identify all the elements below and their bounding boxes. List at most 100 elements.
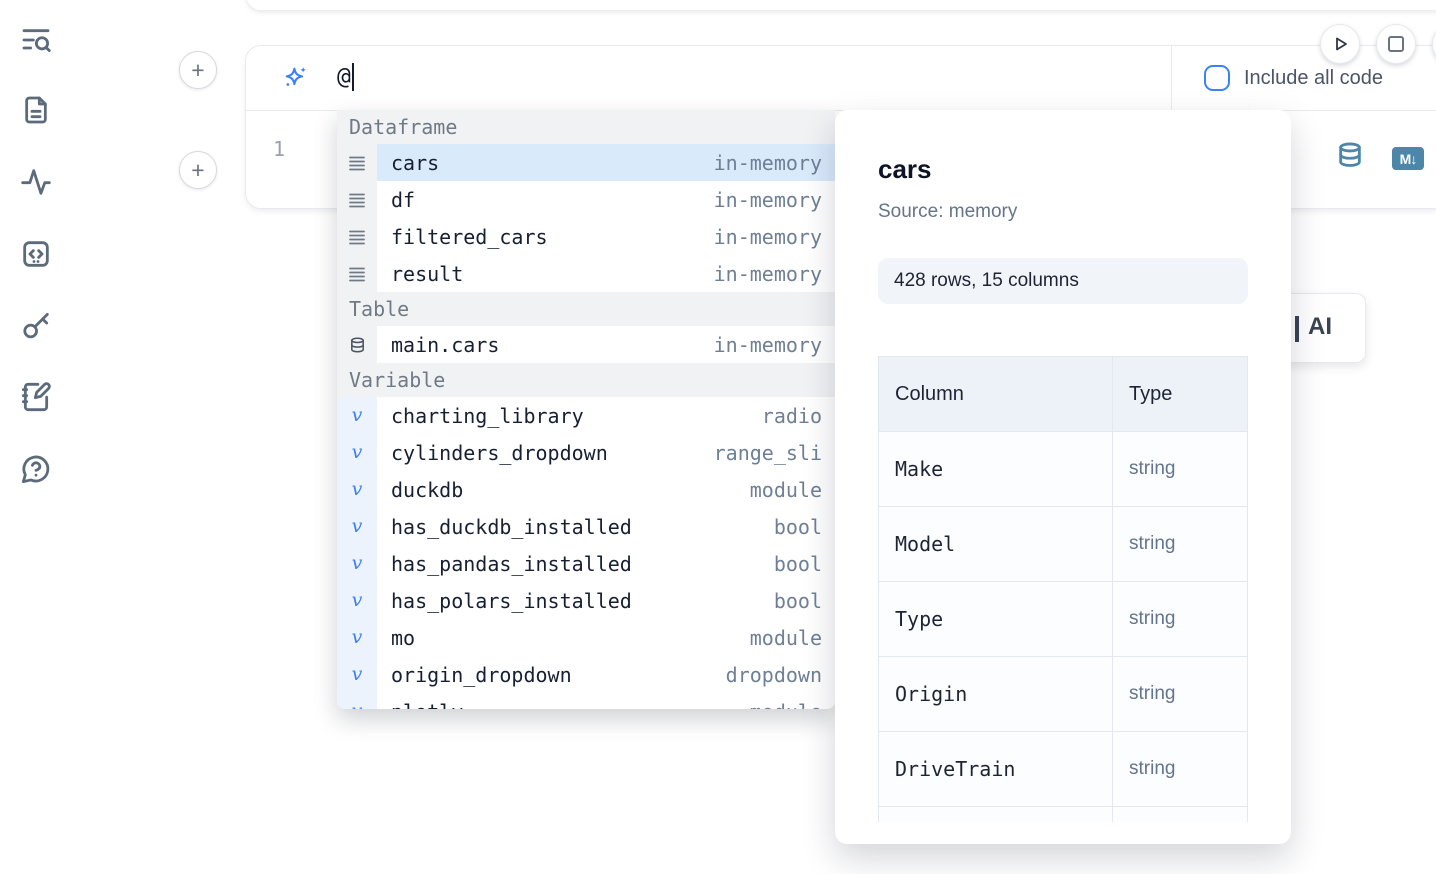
- ai-prompt-row[interactable]: @ Include all code: [246, 46, 1436, 111]
- item-gutter: [337, 255, 377, 292]
- add-cell-below-button[interactable]: +: [179, 151, 217, 189]
- dataframe-icon: [349, 193, 365, 207]
- column-header: Column: [879, 357, 1113, 431]
- autocomplete-item-df[interactable]: df in-memory: [337, 181, 835, 218]
- variable-icon: v: [351, 552, 363, 574]
- ai-prompt-value: @: [337, 64, 351, 90]
- item-name: filtered_cars: [391, 224, 548, 249]
- section-header: Dataframe: [337, 110, 835, 144]
- item-type: bool: [773, 588, 822, 613]
- item-name: origin_dropdown: [391, 662, 572, 687]
- section-header: Variable: [337, 363, 835, 397]
- item-type: module: [749, 625, 822, 650]
- item-type: in-memory: [713, 332, 822, 357]
- add-cell-above-button[interactable]: +: [179, 51, 217, 89]
- ai-prompt-input[interactable]: @: [337, 63, 354, 91]
- code-snippet-icon[interactable]: [20, 238, 52, 270]
- item-name: has_polars_installed: [391, 588, 632, 613]
- run-cell-button[interactable]: [1320, 24, 1360, 64]
- item-main: has_polars_installed bool: [377, 582, 835, 619]
- table-row-partial: [879, 807, 1247, 822]
- item-main: mo module: [377, 619, 835, 656]
- autocomplete-item-has_polars_installed[interactable]: v has_polars_installed bool: [337, 582, 835, 619]
- datasource-icon[interactable]: [1336, 141, 1364, 171]
- item-gutter: v: [337, 619, 377, 656]
- include-all-code-checkbox[interactable]: [1204, 65, 1230, 91]
- variable-icon: v: [351, 663, 363, 685]
- item-main: df in-memory: [377, 181, 835, 218]
- variable-icon: v: [351, 515, 363, 537]
- type-cell: string: [1129, 608, 1176, 629]
- item-gutter: v: [337, 397, 377, 434]
- variable-icon: v: [352, 702, 363, 710]
- item-gutter: v: [337, 434, 377, 471]
- shape-badge: 428 rows, 15 columns: [878, 258, 1248, 304]
- database-icon: [350, 336, 364, 353]
- dataframe-icon: [349, 230, 365, 244]
- column-cell: Origin: [879, 657, 1113, 731]
- column-cell: [879, 807, 1113, 822]
- variable-icon: v: [351, 404, 363, 426]
- item-name: mo: [391, 625, 416, 650]
- help-chat-icon[interactable]: [20, 453, 52, 485]
- item-name: result: [391, 261, 464, 286]
- stop-button[interactable]: [1376, 24, 1416, 64]
- columns-table-header: Column Type: [879, 357, 1247, 432]
- dataframe-icon: [349, 267, 365, 281]
- document-icon[interactable]: [20, 94, 52, 126]
- clipped-glyph: [1295, 316, 1299, 342]
- item-type: module: [749, 477, 822, 502]
- input-divider: [1171, 46, 1172, 110]
- item-name: df: [391, 187, 416, 212]
- item-type: in-memory: [713, 150, 822, 175]
- include-all-code-label: Include all code: [1244, 66, 1383, 89]
- item-name: cylinders_dropdown: [391, 440, 608, 465]
- item-main: plotly module: [377, 693, 835, 710]
- item-type: in-memory: [713, 187, 822, 212]
- play-icon: [1336, 37, 1347, 51]
- item-gutter: [337, 218, 377, 255]
- item-main: duckdb module: [377, 471, 835, 508]
- notebook-edit-icon[interactable]: [20, 381, 52, 413]
- preview-source: Source: memory: [878, 201, 1018, 222]
- item-gutter: [337, 326, 377, 363]
- item-type: dropdown: [725, 662, 822, 687]
- stop-icon: [1388, 36, 1404, 52]
- variable-icon: v: [351, 626, 363, 648]
- variable-icon: v: [351, 441, 363, 463]
- toc-search-icon[interactable]: [20, 24, 52, 56]
- dataframe-preview-panel: cars Source: memory 428 rows, 15 columns…: [835, 110, 1291, 844]
- type-cell: string: [1129, 758, 1176, 779]
- item-type: bool: [773, 551, 822, 576]
- autocomplete-item-mo[interactable]: v mo module: [337, 619, 835, 656]
- key-icon[interactable]: [20, 309, 52, 341]
- markdown-icon[interactable]: M↓: [1392, 147, 1424, 170]
- item-name: charting_library: [391, 403, 584, 428]
- item-name: duckdb: [391, 477, 464, 502]
- column-cell: DriveTrain: [879, 732, 1113, 806]
- code-editor-row[interactable]: 1 M↓: [246, 111, 1436, 209]
- autocomplete-item-origin_dropdown[interactable]: v origin_dropdown dropdown: [337, 656, 835, 693]
- autocomplete-item-plotly[interactable]: v plotly module: [337, 693, 835, 709]
- variable-icon: v: [351, 589, 363, 611]
- item-type: module: [750, 700, 822, 710]
- type-header: Type: [1129, 382, 1173, 405]
- activity-icon[interactable]: [20, 166, 52, 198]
- item-main: origin_dropdown dropdown: [377, 656, 835, 693]
- item-name: plotly: [391, 700, 463, 710]
